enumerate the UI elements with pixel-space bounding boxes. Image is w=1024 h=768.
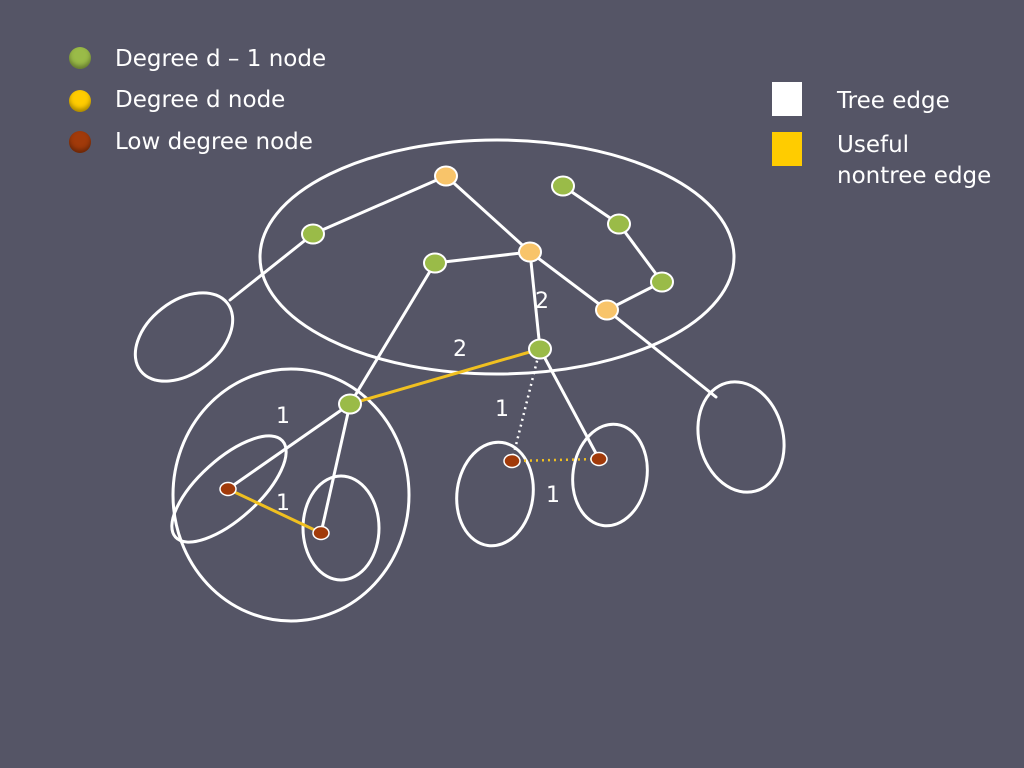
useful-nontree-edge	[348, 347, 542, 406]
component-inner-round-ellipse	[301, 474, 381, 582]
degree-d-node	[518, 241, 542, 263]
legend-red-node-icon	[69, 131, 91, 153]
tree-edge	[319, 402, 352, 535]
edge-label: 1	[495, 397, 509, 422]
tree-edge	[528, 250, 609, 312]
legend-orange-node-icon	[69, 90, 91, 112]
tree-edge	[444, 174, 532, 254]
dotted-tree-edge	[510, 348, 542, 462]
component-left-big-ellipse	[171, 367, 411, 623]
tree-edge	[433, 250, 532, 265]
component-right-ellipse	[696, 380, 786, 494]
tree-edge	[228, 232, 315, 302]
degree-d-minus-1-node	[607, 213, 631, 235]
legend-label-useful: Useful	[837, 132, 910, 158]
low-degree-node	[219, 481, 237, 497]
legend-label-degree-d: Degree d node	[115, 87, 286, 113]
legend-label-degree-d-minus-1: Degree d – 1 node	[115, 46, 327, 72]
legend-label-tree-edge: Tree edge	[837, 88, 950, 114]
legend-label-low-degree: Low degree node	[115, 129, 313, 155]
degree-d-minus-1-node	[650, 271, 674, 293]
degree-d-minus-1-node	[528, 338, 552, 360]
tree-edge	[617, 222, 664, 284]
tree-edge	[528, 250, 542, 351]
degree-d-minus-1-node	[423, 252, 447, 274]
dotted-nontree-edge	[511, 457, 600, 463]
tree-edge	[226, 402, 352, 491]
edge-label: 2	[453, 337, 467, 362]
tree-edge	[311, 174, 448, 236]
low-degree-node	[590, 451, 608, 467]
component-bottom-right-ellipse	[571, 422, 649, 528]
component-left-small-ellipse	[133, 291, 235, 383]
legend-useful-nontree-swatch	[772, 132, 802, 166]
degree-d-minus-1-node	[301, 223, 325, 245]
component-bottom-middle-ellipse	[455, 440, 535, 548]
component-top-ellipse	[258, 138, 736, 376]
legend-green-node-icon	[69, 47, 91, 69]
edge-label: 2	[535, 289, 549, 314]
useful-nontree-edge	[226, 487, 323, 535]
degree-d-node	[434, 165, 458, 187]
tree-edge	[538, 347, 601, 461]
degree-d-minus-1-node	[551, 175, 575, 197]
tree-edge	[605, 308, 718, 399]
low-degree-node	[503, 453, 521, 469]
degree-d-node	[595, 299, 619, 321]
low-degree-node	[312, 525, 330, 541]
degree-d-minus-1-node	[338, 393, 362, 415]
component-inner-slanted-ellipse	[170, 434, 288, 544]
edge-label: 1	[546, 483, 560, 508]
edge-label: 1	[276, 491, 290, 516]
tree-edge	[348, 261, 437, 406]
legend-tree-edge-swatch	[772, 82, 802, 116]
legend-label-nontree-edge: nontree edge	[837, 163, 992, 189]
edge-label: 1	[276, 404, 290, 429]
